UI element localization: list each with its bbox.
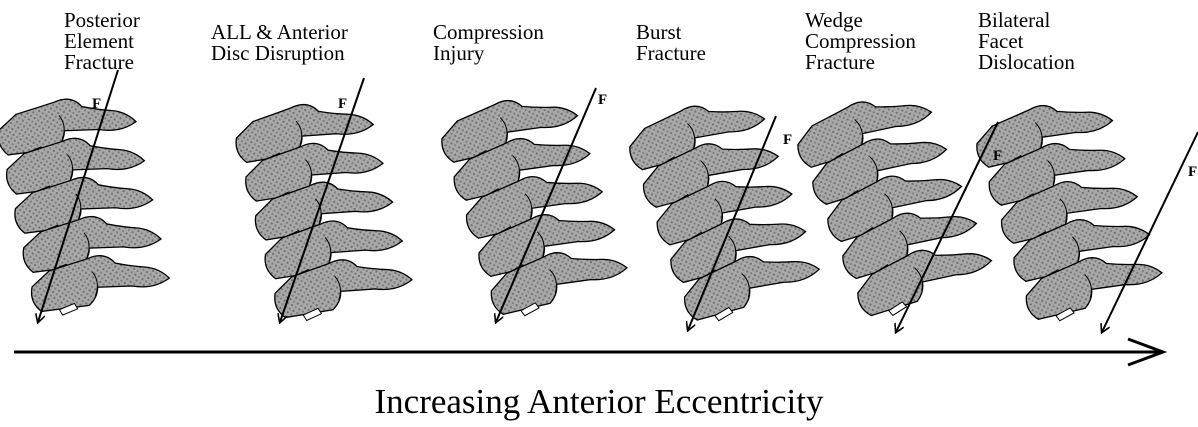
force-label-wedge-compression-fracture: F — [993, 148, 1002, 164]
force-label-posterior-element-fracture: F — [92, 96, 101, 112]
force-label-bilateral-facet-dislocation: F — [1188, 164, 1197, 180]
spine-compression-injury — [435, 81, 632, 324]
spine-burst-fracture — [622, 84, 824, 329]
axis-caption: Increasing Anterior Eccentricity — [0, 383, 1198, 421]
spine-all-anterior-disc-disruption — [230, 89, 415, 327]
spine-posterior-element-fracture — [0, 86, 172, 321]
force-label-all-anterior-disc-disruption: F — [338, 96, 347, 112]
force-label-burst-fracture: F — [783, 132, 792, 148]
force-label-compression-injury: F — [598, 92, 607, 108]
spine-wedge-compression-fracture — [789, 78, 996, 325]
eccentricity-axis-arrow — [14, 339, 1163, 365]
spine-bilateral-facet-dislocation — [970, 86, 1167, 329]
